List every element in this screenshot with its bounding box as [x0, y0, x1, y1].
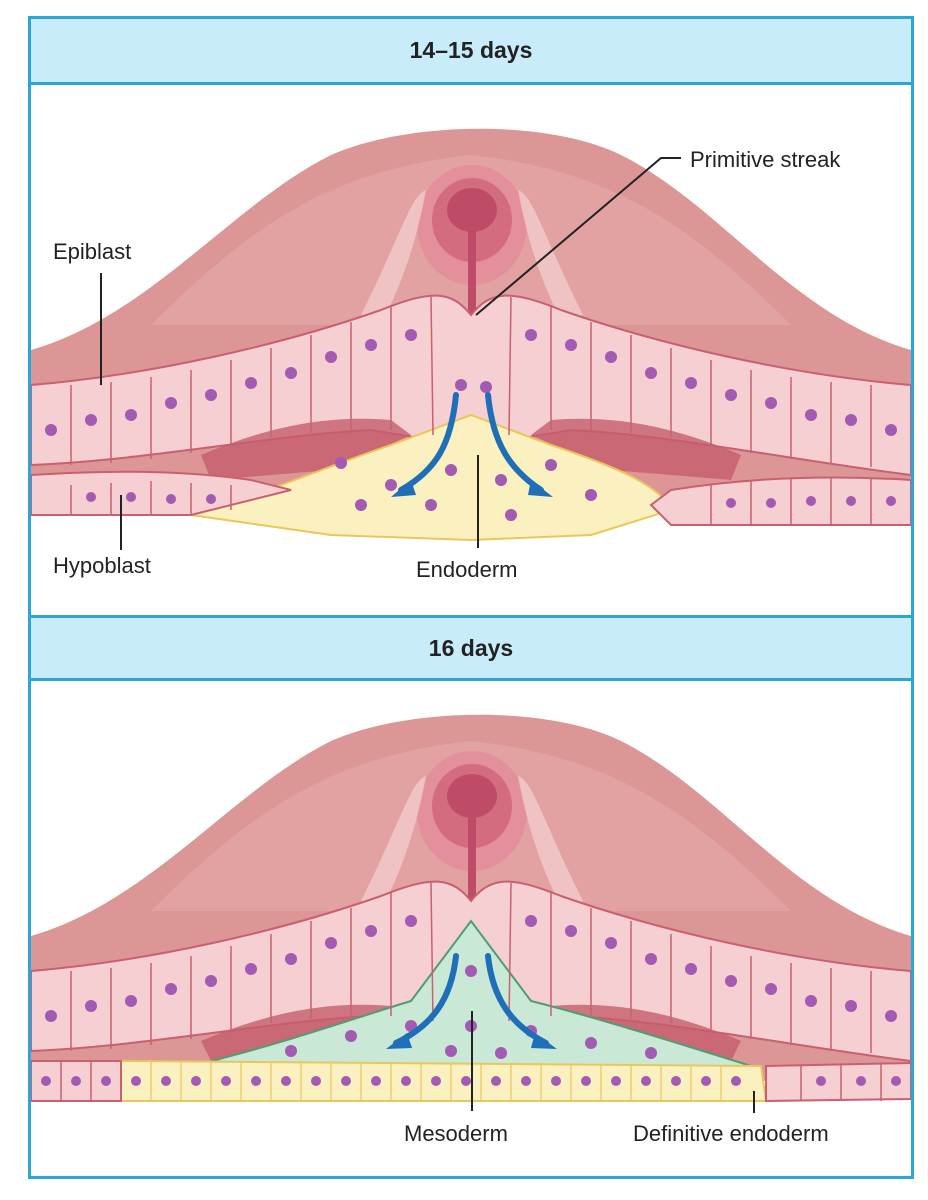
mesoderm-layer	[210, 919, 752, 1083]
panel-1-title: 14–15 days	[409, 37, 533, 63]
label-mesoderm: Mesoderm	[404, 1121, 508, 1146]
panel-1-illustration: Primitive streak Epiblast Hypoblast Endo…	[31, 85, 911, 615]
definitive-endoderm-layer	[120, 1059, 768, 1102]
panel-2-illustration: Mesoderm Definitive endoderm	[31, 681, 911, 1176]
label-hypoblast: Hypoblast	[53, 553, 151, 578]
panel-2-header: 16 days	[31, 615, 911, 681]
label-definitive-endoderm: Definitive endoderm	[633, 1121, 829, 1146]
hypoblast-layer	[31, 470, 292, 516]
label-primitive-streak: Primitive streak	[690, 147, 841, 172]
panel-2-title: 16 days	[428, 634, 514, 661]
panel-1-header: 14–15 days	[31, 19, 911, 85]
label-epiblast: Epiblast	[53, 239, 132, 264]
embryo-14-15-days-diagram	[31, 128, 911, 550]
label-endoderm: Endoderm	[416, 557, 518, 582]
figure-frame: 14–15 days	[28, 16, 914, 1179]
embryo-16-days-diagram	[31, 714, 911, 1113]
